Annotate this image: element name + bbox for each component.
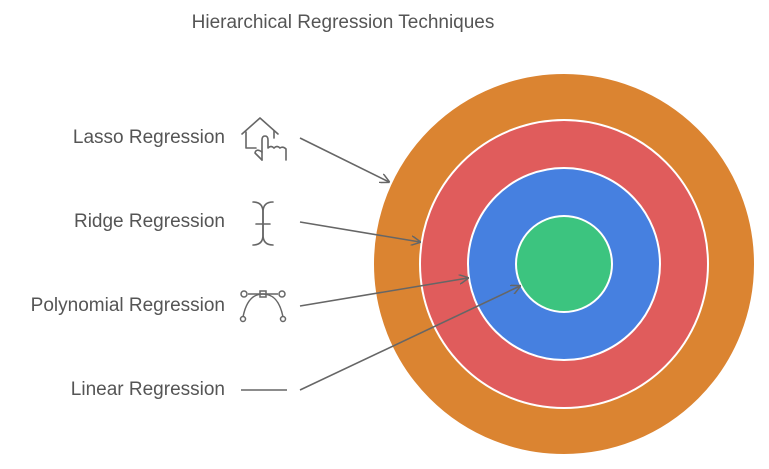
bezier-curve-icon (239, 290, 287, 323)
diagram-title: Hierarchical Regression Techniques (191, 12, 495, 33)
text-cursor-icon (252, 201, 274, 246)
label-linear-regression: Linear Regression (70, 379, 225, 400)
label-lasso-regression: Lasso Regression (72, 127, 225, 148)
label-ridge-regression: Ridge Regression (73, 211, 225, 232)
arrow-ridge (299, 221, 420, 242)
arrow-linear (299, 286, 520, 391)
ring-linear (515, 215, 613, 313)
arrow-lasso (299, 137, 389, 182)
arrow-polynomial (299, 278, 468, 307)
label-polynomial-regression: Polynomial Regression (30, 295, 225, 316)
hand-pointer-house-icon (241, 117, 287, 161)
